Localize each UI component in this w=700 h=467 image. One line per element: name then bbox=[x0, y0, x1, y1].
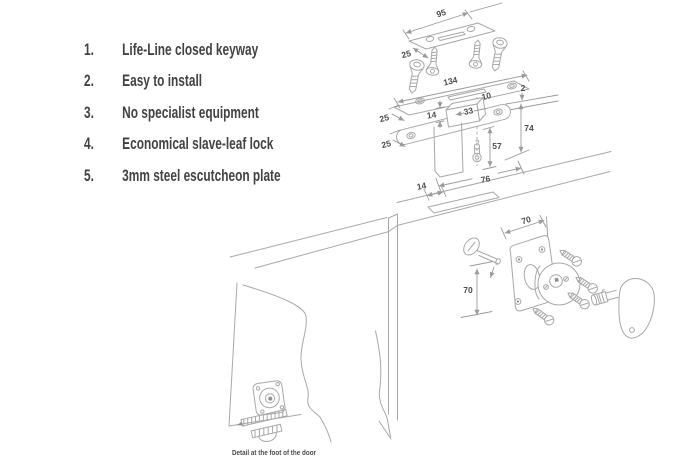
list-item-number: 3. bbox=[84, 103, 94, 122]
dim-plate-length: 134 bbox=[442, 75, 458, 88]
screw-icon bbox=[487, 36, 509, 73]
threshold-ramp bbox=[250, 423, 283, 442]
dim-case-height: 14 bbox=[426, 109, 437, 120]
bolt-housing bbox=[433, 122, 482, 178]
list-item: 2. Easy to install bbox=[84, 72, 300, 103]
list-item-text: Life-Line closed keyway bbox=[122, 41, 259, 59]
screw-icon bbox=[425, 45, 442, 77]
strike-plate bbox=[408, 22, 496, 50]
screw-icon bbox=[404, 58, 426, 95]
dim-leaf-plate-width: 25 bbox=[380, 138, 392, 150]
list-item-text: Easy to install bbox=[122, 72, 203, 91]
screw-icon bbox=[529, 304, 557, 328]
mortise-slot bbox=[427, 191, 500, 214]
dim-case-length: 33 bbox=[463, 105, 475, 117]
list-item: 4. Economical slave-leaf lock bbox=[84, 135, 300, 166]
list-item: 1. Life-Line closed keyway bbox=[84, 41, 300, 72]
dim-plate-thickness: 2 bbox=[521, 83, 526, 93]
dim-strike-plate-width: 25 bbox=[400, 48, 412, 60]
list-item: 3. No specialist equipment bbox=[84, 104, 300, 135]
list-item-number: 4. bbox=[84, 135, 94, 154]
dim-bolt-height: 57 bbox=[492, 141, 502, 151]
dim-strike-plate-length: 95 bbox=[435, 7, 447, 19]
key-barrel bbox=[590, 289, 619, 306]
exploded-lock-assembly: 95 25 134 10 2 bbox=[378, 2, 559, 201]
dim-esc-plate-width: 70 bbox=[520, 214, 532, 226]
list-item-text: 3mm steel escutcheon plate bbox=[122, 166, 281, 185]
foot-detail-caption: Detail at the foot of the door bbox=[232, 448, 316, 457]
key bbox=[590, 277, 655, 339]
keyway-icon bbox=[554, 277, 559, 282]
escutcheon-assembly: 70 bbox=[460, 214, 655, 339]
escutcheon-rose bbox=[534, 262, 581, 306]
list-item-text: No specialist equipment bbox=[122, 103, 259, 122]
list-item-text: Economical slave-leaf lock bbox=[122, 135, 274, 154]
dim-slot-width: 10 bbox=[481, 90, 493, 102]
feature-list: 1. Life-Line closed keyway 2. Easy to in… bbox=[84, 41, 300, 198]
list-item-number: 5. bbox=[84, 166, 94, 185]
dim-total-height: 74 bbox=[524, 123, 534, 133]
door-foot-detail: Detail at the foot of the door bbox=[232, 380, 316, 457]
threshold-strip bbox=[237, 408, 288, 427]
dim-body-length: 76 bbox=[480, 173, 491, 185]
list-item: 5. 3mm steel escutcheon plate bbox=[84, 167, 300, 198]
list-item-number: 2. bbox=[84, 72, 94, 91]
list-item-number: 1. bbox=[84, 41, 94, 59]
key-bow bbox=[618, 277, 655, 339]
dim-esc-plate-height: 70 bbox=[463, 285, 473, 295]
dim-plate-end-width: 25 bbox=[378, 112, 390, 124]
screw-icon bbox=[468, 38, 485, 70]
dim-body-offset: 14 bbox=[416, 180, 427, 192]
fixing-pin bbox=[463, 237, 501, 278]
